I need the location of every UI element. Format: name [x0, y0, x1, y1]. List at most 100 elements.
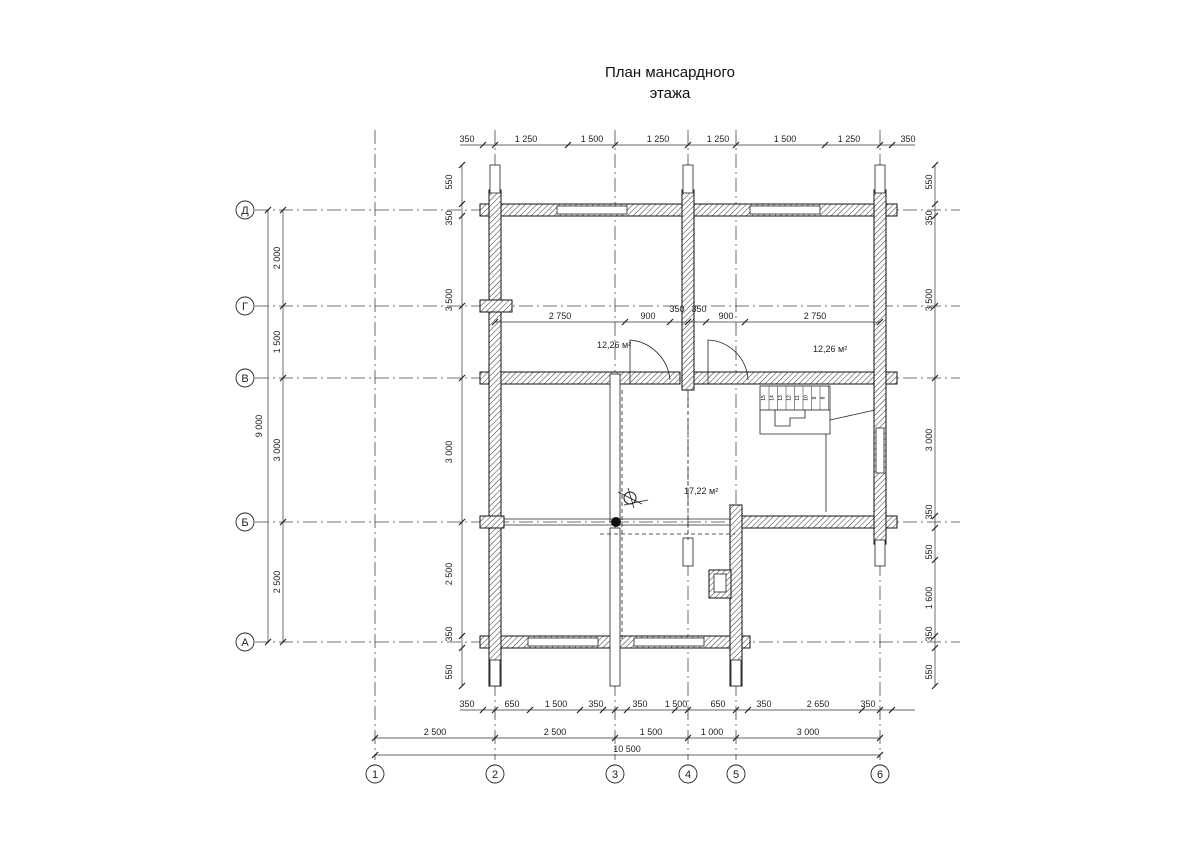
- dimension-tick: [611, 734, 619, 742]
- dimension-texts: 350 1 250 1 500 1 250 1 250 1 500 1 250 …: [254, 134, 934, 754]
- dimension-tick: [599, 706, 607, 714]
- dim-top-4: 1 250: [647, 134, 670, 144]
- dimension-tick: [279, 302, 287, 310]
- dimension-tick: [931, 302, 939, 310]
- dimension-tick: [371, 751, 379, 759]
- dimension-tick: [702, 318, 710, 326]
- dimension-tick: [479, 141, 487, 149]
- dimension-tick: [684, 706, 692, 714]
- dimension-tick: [888, 141, 896, 149]
- dimension-tick: [491, 141, 499, 149]
- window-bottom-right: [633, 637, 705, 647]
- dim-left-outer-7: 550: [444, 664, 454, 679]
- dim-bottom-inner-7: 650: [710, 699, 725, 709]
- dim-left-outer-4: 3 000: [444, 441, 454, 464]
- dim-bottom-axes-5: 3 000: [797, 727, 820, 737]
- wall-col-2: [488, 189, 502, 687]
- stair-flight: [759, 385, 831, 411]
- dim-top-1: 350: [459, 134, 474, 144]
- wall-row-v-left: [479, 371, 681, 385]
- column-circle: [611, 517, 621, 527]
- axis-row-b: Б: [241, 517, 248, 529]
- dimension-tick: [931, 644, 939, 652]
- dimension-tick: [564, 141, 572, 149]
- dimension-tick: [279, 518, 287, 526]
- dimension-tick: [732, 734, 740, 742]
- dim-left-outer-5: 2 500: [444, 563, 454, 586]
- post-col-2-bottom: [489, 659, 501, 687]
- dim-bottom-inner-9: 2 650: [807, 699, 830, 709]
- dimension-tick: [876, 318, 884, 326]
- axis-bubble-row-v: [235, 368, 255, 388]
- dim-right-5: 350: [924, 504, 934, 519]
- dim-top-5: 1 250: [707, 134, 730, 144]
- room-areas: 12,26 м² 12,26 м² 17,22 м²: [597, 340, 847, 496]
- dimension-tick: [264, 638, 272, 646]
- axis-bubble-col-3: [605, 764, 625, 784]
- dimension-tick: [458, 632, 466, 640]
- posts: [489, 164, 886, 687]
- axis-bubble-row-d: [235, 200, 255, 220]
- dimension-tick: [458, 682, 466, 690]
- wall-col-6: [873, 189, 887, 545]
- dim-right-2: 350: [924, 210, 934, 225]
- axis-markers: 1 2 3 4 5 6 Д Г В Б А: [235, 200, 890, 784]
- dimension-tick: [931, 682, 939, 690]
- axis-col-2: 2: [492, 769, 498, 781]
- dimension-tick: [876, 751, 884, 759]
- wall-stub-b-left: [479, 515, 505, 529]
- railing: [504, 517, 730, 527]
- dimension-tick: [858, 706, 866, 714]
- post-col-2-top: [489, 164, 501, 194]
- dimension-tick: [671, 706, 679, 714]
- axis-col-3: 3: [612, 769, 618, 781]
- hidden-lines: [600, 390, 735, 640]
- dim-left-axes-4: 2 500: [272, 571, 282, 594]
- dim-right-9: 550: [924, 664, 934, 679]
- dimension-tick: [684, 734, 692, 742]
- dimension-tick: [931, 161, 939, 169]
- dimension-tick: [621, 318, 629, 326]
- dimension-tick: [666, 318, 674, 326]
- dimension-tick: [458, 212, 466, 220]
- stair-number: 8: [821, 396, 827, 399]
- dimension-tick: [458, 161, 466, 169]
- dimension-tick: [931, 632, 939, 640]
- dimension-tick: [931, 512, 939, 520]
- dim-bottom-inner-4: 350: [588, 699, 603, 709]
- dim-top-2: 1 250: [515, 134, 538, 144]
- dim-top-6: 1 500: [774, 134, 797, 144]
- dimension-tick: [458, 200, 466, 208]
- plan-title-line-1: План мансардного: [605, 64, 735, 81]
- axis-bubble-col-6: [870, 764, 890, 784]
- dimension-tick: [821, 141, 829, 149]
- dim-bottom-inner-10: 350: [860, 699, 875, 709]
- axis-bubble-col-4: [678, 764, 698, 784]
- dimension-tick: [931, 200, 939, 208]
- stair-number: 13: [778, 395, 784, 401]
- dimension-ticks: [264, 141, 939, 759]
- axis-bubble-row-b: [235, 512, 255, 532]
- stair-number: 14: [770, 395, 776, 401]
- dim-bottom-total: 10 500: [613, 744, 641, 754]
- axis-row-d: Д: [241, 205, 249, 217]
- post-col-6-bottom: [874, 539, 886, 567]
- dimension-tick: [931, 556, 939, 564]
- dim-right-6: 550: [924, 544, 934, 559]
- axis-bubble-col-5: [726, 764, 746, 784]
- axis-bubble-col-2: [485, 764, 505, 784]
- window-right-wall: [875, 427, 885, 474]
- dim-right-7: 1 600: [924, 587, 934, 610]
- axis-bubble-col-1: [365, 764, 385, 784]
- dim-bottom-inner-2: 650: [504, 699, 519, 709]
- dimension-tick: [744, 706, 752, 714]
- dim-right-1: 550: [924, 174, 934, 189]
- dimension-tick: [684, 318, 692, 326]
- dimension-tick: [458, 374, 466, 382]
- dimension-tick: [611, 706, 619, 714]
- dim-interior-3: 350: [669, 304, 684, 314]
- person-body: [617, 487, 649, 509]
- dim-interior-6: 2 750: [804, 311, 827, 321]
- axis-grid: [255, 130, 960, 760]
- post-col-4-top: [682, 164, 694, 194]
